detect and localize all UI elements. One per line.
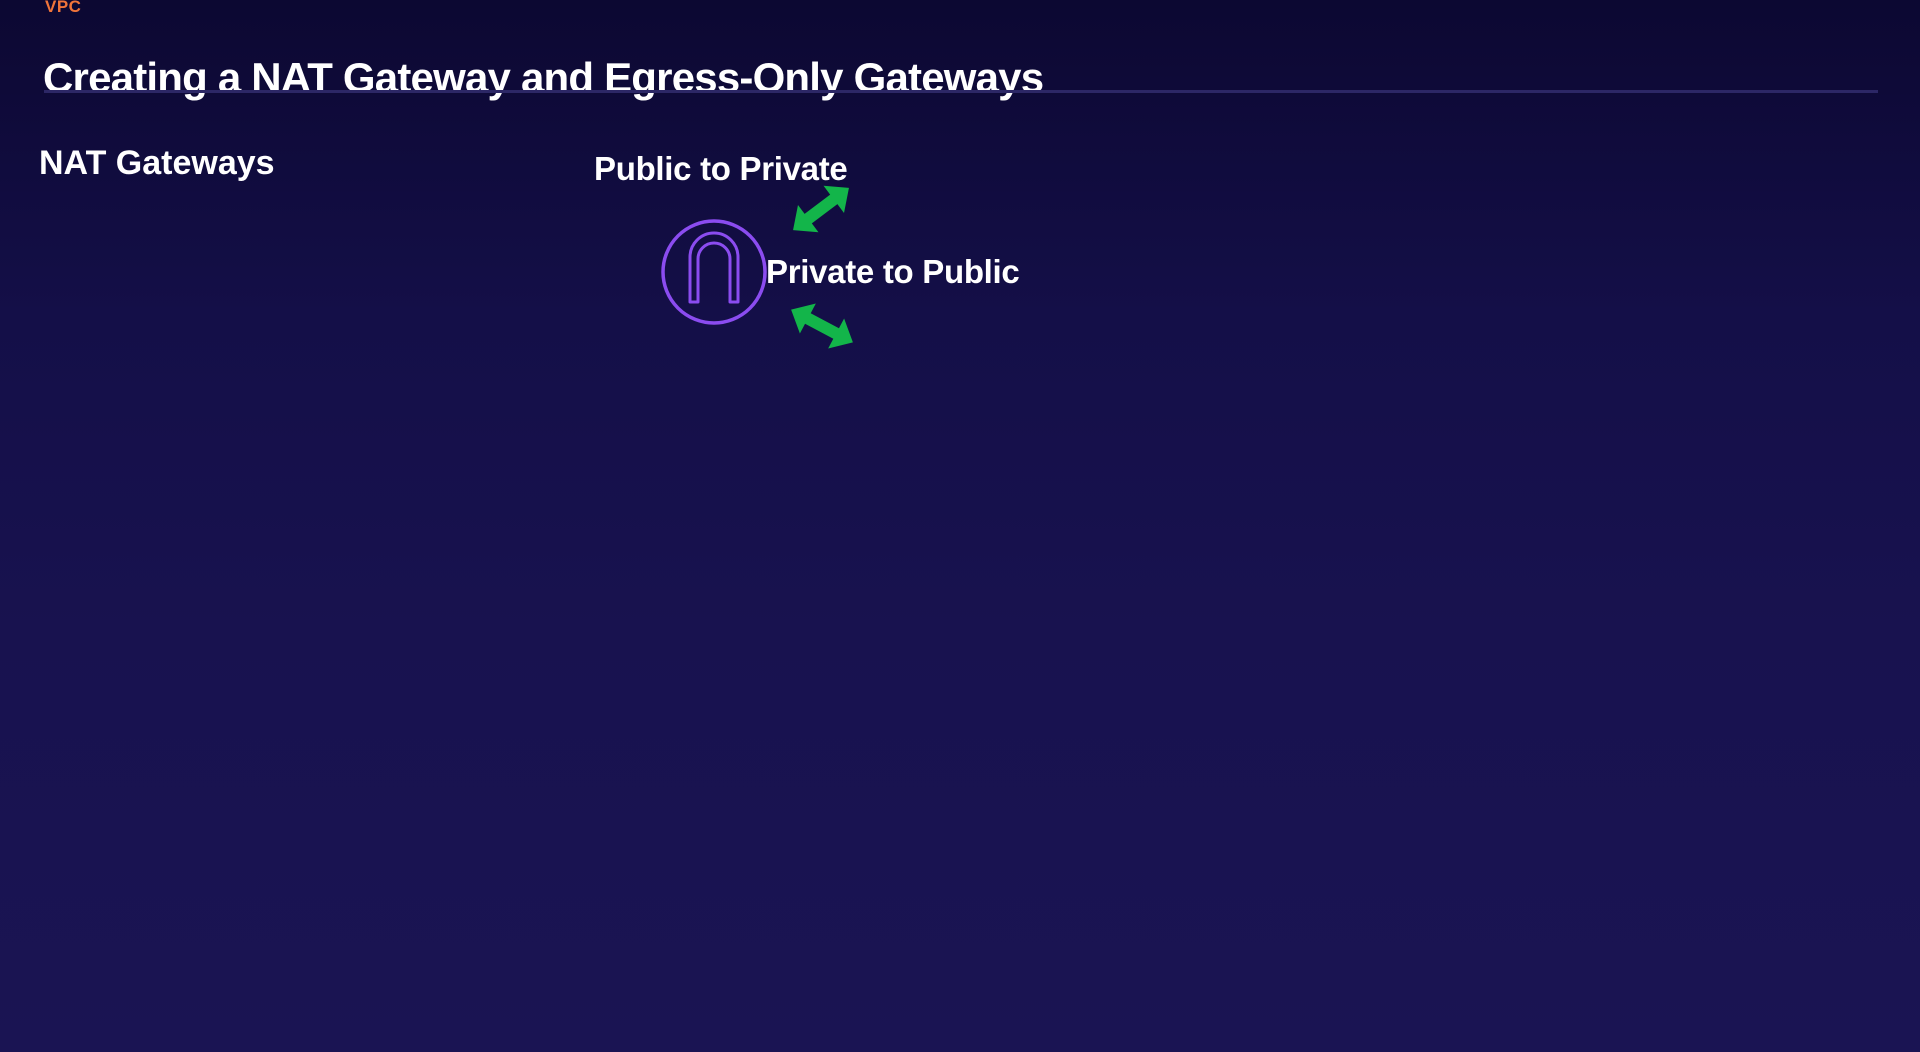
label-private-to-public: Private to Public (766, 253, 1020, 290)
bidirectional-arrow-icon (791, 303, 853, 349)
nat-gateway-icon (661, 219, 767, 325)
slide-title: Creating a NAT Gateway and Egress-Only G… (43, 54, 1044, 102)
title-divider (44, 90, 1878, 93)
section-heading: NAT Gateways (39, 144, 275, 183)
slide-eyebrow: VPC (45, 0, 82, 16)
label-public-to-private: Public to Private (594, 150, 848, 187)
